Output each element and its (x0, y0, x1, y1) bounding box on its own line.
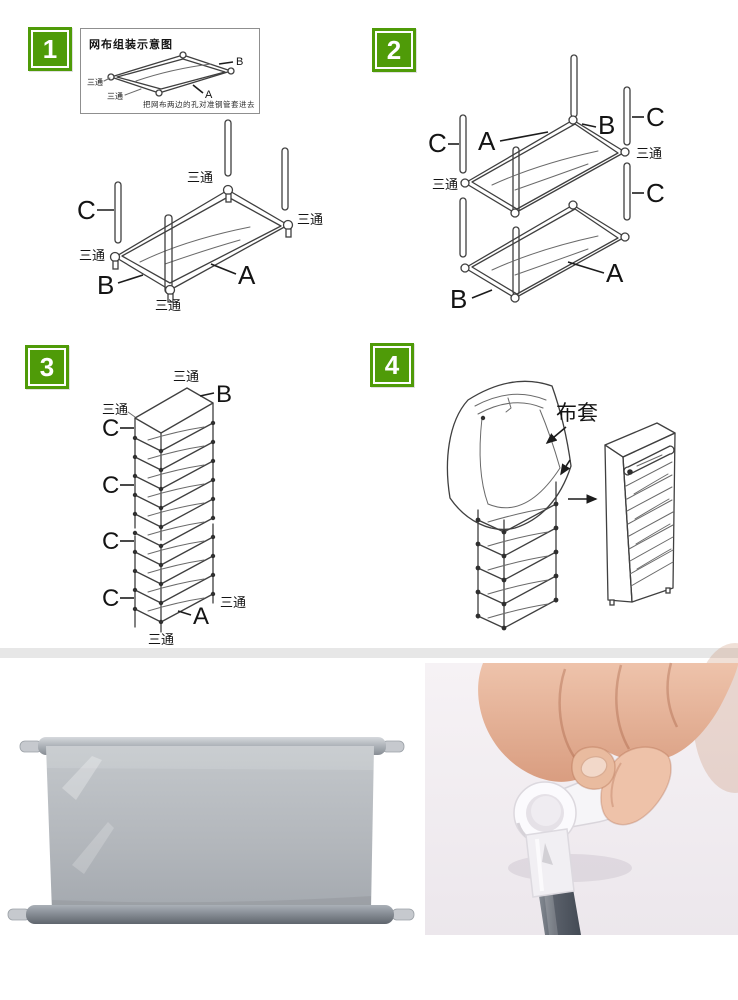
inset-label-a: A (205, 89, 213, 101)
step3-label-a: A (193, 603, 209, 630)
step-1-number: 1 (31, 30, 69, 68)
thumb (600, 746, 672, 826)
step-4-diagram: 布套 (446, 380, 676, 631)
inset-diagram: B A 三通 三通 (87, 51, 243, 101)
bottom-tube-right-tip (391, 908, 415, 921)
step1-label-a: A (238, 260, 256, 290)
inset-connector-label-2: 三通 (107, 91, 123, 101)
step2-connector-label-left: 三通 (432, 177, 458, 192)
shelf-connector-dots (132, 420, 216, 625)
connector-hand-photo (425, 643, 738, 935)
step1-connector-label-right: 三通 (297, 212, 323, 227)
step-3-number: 3 (28, 348, 66, 386)
step3-label-c2: C (102, 472, 119, 499)
finger-creases (558, 662, 679, 762)
inset-label-b: B (236, 56, 243, 68)
step-2-number: 2 (375, 31, 413, 69)
step1-connector-label-top: 三通 (187, 170, 213, 185)
step3-connector-label-upperleft: 三通 (102, 402, 128, 417)
step1-label-c: C (77, 195, 96, 225)
step3-label-c1: C (102, 415, 119, 442)
section-divider (0, 648, 738, 658)
step1-label-b: B (97, 270, 114, 300)
inset-connector-label-1: 三通 (87, 77, 103, 87)
step2-label-b-top: B (598, 110, 615, 140)
step3-connector-label-bottomright: 三通 (220, 595, 246, 610)
fingernail (580, 756, 608, 778)
inset-title: 网布组装示意图 (89, 39, 173, 51)
step1-connector-label-left: 三通 (79, 248, 105, 263)
bottom-tube (26, 905, 394, 924)
step1-connector-label-bottom: 三通 (155, 298, 181, 313)
step-3-diagram: 三通 B 三通 C C C C 三通 A 三通 (102, 369, 246, 647)
fabric-shelf-panel-photo (7, 737, 415, 924)
step-2-badge: 2 (372, 28, 416, 72)
step-1-badge: 1 (28, 27, 72, 71)
step-1-diagram: 三通 三通 三通 三通 C A B (77, 119, 323, 313)
step3-label-c3: C (102, 528, 119, 555)
step-2-diagram: C A B C 三通 三通 C A B (428, 54, 665, 314)
step2-label-c-righttop: C (646, 102, 665, 132)
step-4-number: 4 (373, 346, 411, 384)
fabric-panel (46, 746, 374, 916)
step-3-badge: 3 (25, 345, 69, 389)
step2-label-c-left: C (428, 128, 447, 158)
step4-cover-label: 布套 (556, 402, 598, 425)
step-4-badge: 4 (370, 343, 414, 387)
step2-label-c-rightmid: C (646, 178, 665, 208)
step3-connector-label-bottom: 三通 (148, 632, 174, 647)
step2-connector-label-right: 三通 (636, 146, 662, 161)
rack-connector-dots (475, 501, 559, 631)
step2-label-b-bottom: B (450, 284, 467, 314)
fabric-cover-shape (446, 380, 572, 530)
hand-fingers (478, 663, 738, 782)
step2-label-a-bottom: A (606, 258, 624, 288)
step3-connector-label-top: 三通 (173, 369, 199, 384)
mesh-assembly-inset-box: 网布组装示意图 B A 三通 三通 把网布两边的孔对准钢管套进去 (80, 28, 260, 114)
step3-label-b: B (216, 381, 232, 408)
step2-label-a-top: A (478, 126, 496, 156)
step3-label-c4: C (102, 585, 119, 612)
inset-caption: 把网布两边的孔对准钢管套进去 (143, 100, 255, 109)
